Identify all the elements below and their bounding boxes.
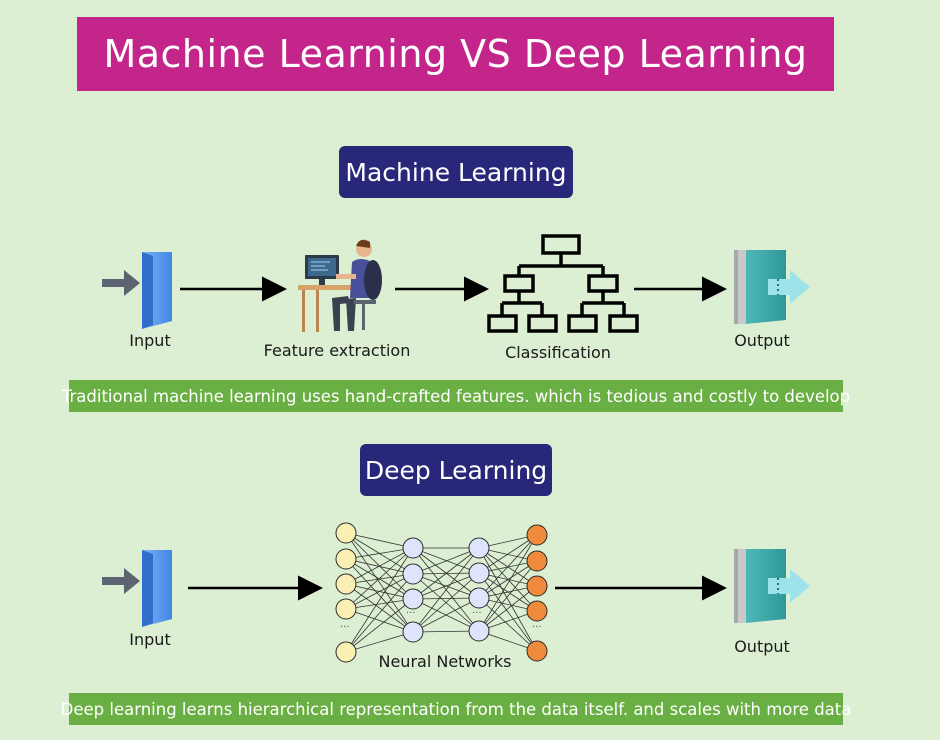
neuron-connection <box>345 558 414 633</box>
dl-input-icon <box>102 550 172 627</box>
neuron-connection <box>412 572 480 600</box>
svg-text:···: ··· <box>406 608 416 619</box>
deep-learning-note-text: Deep learning learns hierarchical repres… <box>60 699 852 719</box>
output-neuron <box>526 640 548 662</box>
neuron-connection <box>412 547 480 574</box>
neuron-connection <box>478 597 538 652</box>
neuron-connection <box>345 547 414 560</box>
svg-text:···: ··· <box>340 622 350 633</box>
svg-text:···: ··· <box>472 608 482 619</box>
neuron-connection <box>478 547 538 652</box>
deep-learning-heading-text: Deep Learning <box>364 455 548 485</box>
input-neuron <box>335 641 357 663</box>
neuron-connection <box>478 534 538 599</box>
neuron-connection <box>412 572 480 633</box>
machine-learning-note: Traditional machine learning uses hand-c… <box>62 380 850 412</box>
neural-network-ellipsis: ··· ··· ··· ··· <box>340 608 542 633</box>
neuron-connection <box>478 560 538 599</box>
ml-output-label: Output <box>734 331 790 350</box>
neuron-connection <box>478 572 538 652</box>
hidden-neuron <box>468 620 490 642</box>
main-title-banner: Machine Learning VS Deep Learning <box>77 17 834 91</box>
neuron-connection <box>345 608 414 633</box>
deep-learning-note: Deep learning learns hierarchical repres… <box>61 693 851 725</box>
neuron-connection <box>345 532 414 549</box>
output-neuron <box>526 550 548 572</box>
hidden-neuron <box>402 537 424 559</box>
dl-output-label: Output <box>734 637 790 656</box>
neuron-connection <box>345 547 414 585</box>
neuron-connection <box>345 583 414 633</box>
neuron-connection <box>412 597 480 600</box>
output-neuron <box>526 575 548 597</box>
neuron-connection <box>478 560 538 632</box>
neuron-connection <box>478 534 538 632</box>
neuron-connection <box>345 547 414 610</box>
neuron-connection <box>478 534 538 574</box>
hidden-neuron <box>402 563 424 585</box>
neuron-connection <box>345 558 414 575</box>
output-neuron <box>526 600 548 622</box>
ml-input-icon <box>102 252 172 329</box>
neuron-connection <box>345 598 414 653</box>
neuron-connection <box>345 573 414 653</box>
neuron-connection <box>412 547 480 575</box>
hidden-neuron <box>468 587 490 609</box>
ml-input-label: Input <box>129 331 171 350</box>
neuron-connection <box>412 597 480 633</box>
neuron-connection <box>478 585 538 632</box>
classification-label: Classification <box>505 343 611 362</box>
classification-tree-icon <box>487 234 639 333</box>
neuron-connection <box>345 598 414 610</box>
input-neuron <box>335 598 357 620</box>
hidden-neuron <box>468 537 490 559</box>
output-neuron <box>526 524 548 546</box>
neural-network-connections <box>345 532 538 653</box>
feature-extraction-label: Feature extraction <box>263 341 411 360</box>
ml-output-icon <box>734 250 810 324</box>
person-at-computer-icon <box>298 239 382 332</box>
neuron-connection <box>412 547 480 600</box>
machine-learning-note-text: Traditional machine learning uses hand-c… <box>61 386 851 406</box>
input-neuron <box>335 522 357 544</box>
neuron-connection <box>345 631 414 653</box>
deep-learning-heading: Deep Learning <box>360 444 552 496</box>
svg-text:···: ··· <box>532 622 542 633</box>
hidden-neuron <box>468 562 490 584</box>
input-neuron <box>335 548 357 570</box>
machine-learning-heading: Machine Learning <box>339 146 573 198</box>
neuron-connection <box>345 532 414 633</box>
dl-input-label: Input <box>129 630 171 649</box>
hidden-neuron <box>402 621 424 643</box>
neuron-connection <box>412 630 480 633</box>
input-neuron <box>335 573 357 595</box>
hidden-neuron <box>402 588 424 610</box>
machine-learning-heading-text: Machine Learning <box>345 157 567 187</box>
neural-network-nodes <box>335 522 548 663</box>
neuron-connection <box>412 547 480 633</box>
neuron-connection <box>345 573 414 610</box>
neuron-connection <box>345 547 414 653</box>
dl-output-icon <box>734 549 810 623</box>
neural-networks-label: Neural Networks <box>378 652 512 671</box>
main-title: Machine Learning VS Deep Learning <box>103 32 808 76</box>
